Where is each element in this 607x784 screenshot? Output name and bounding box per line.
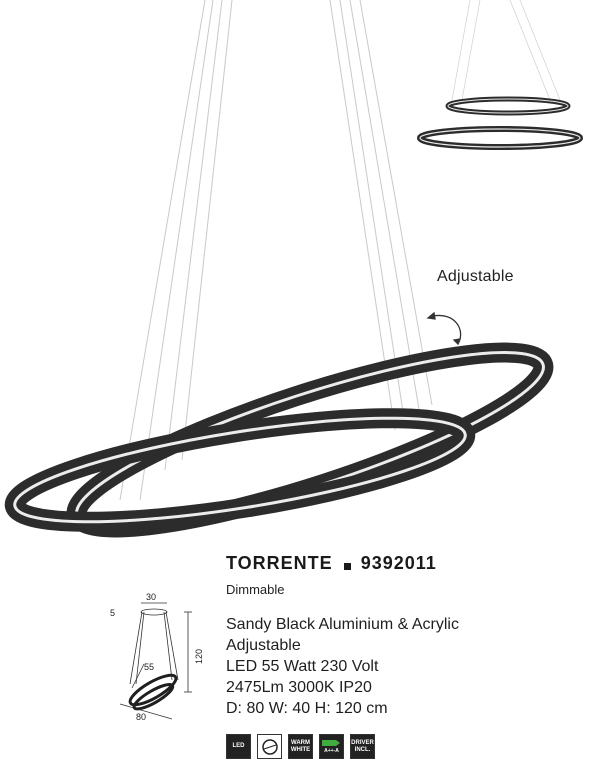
dim-inner: 55	[144, 662, 154, 672]
product-subtitle: Dimmable	[226, 582, 285, 597]
dimmable-icon	[257, 734, 282, 759]
suspension-wires	[119, 0, 433, 501]
product-title: TORRENTE 9392011	[226, 553, 437, 574]
spec-light: 2475Lm 3000K IP20	[226, 679, 372, 696]
rotate-arrow-icon	[426, 311, 462, 346]
title-separator-icon	[343, 563, 351, 570]
product-name: TORRENTE	[226, 553, 333, 573]
spec-material: Sandy Black Aluminium & Acrylic	[226, 616, 459, 633]
product-code: 9392011	[360, 553, 437, 573]
inset-rings-icon	[417, 0, 583, 150]
dim-top-offset: 5	[110, 608, 115, 618]
product-illustration	[4, 0, 583, 538]
dim-rings	[128, 673, 178, 711]
feature-badges: LED WARM WHITE A++-A DRIVER INCL.	[226, 734, 375, 759]
warm-white-icon: WARM WHITE	[288, 734, 313, 759]
dim-diameter: 80	[136, 712, 146, 722]
dim-width-top: 30	[146, 592, 156, 602]
spec-power: LED 55 Watt 230 Volt	[226, 658, 379, 675]
dimension-drawing: 30 5 120 55 80	[110, 592, 204, 722]
adjustable-label: Adjustable	[437, 268, 514, 285]
energy-class-icon: A++-A	[319, 734, 344, 759]
spec-list: Sandy Black Aluminium & Acrylic Adjustab…	[226, 614, 459, 719]
driver-included-icon: DRIVER INCL.	[350, 734, 375, 759]
led-icon: LED	[226, 734, 251, 759]
spec-dimensions: D: 80 W: 40 H: 120 cm	[226, 700, 388, 717]
spec-adjustable: Adjustable	[226, 637, 301, 654]
lower-ring	[4, 408, 476, 532]
dim-height: 120	[194, 649, 204, 664]
